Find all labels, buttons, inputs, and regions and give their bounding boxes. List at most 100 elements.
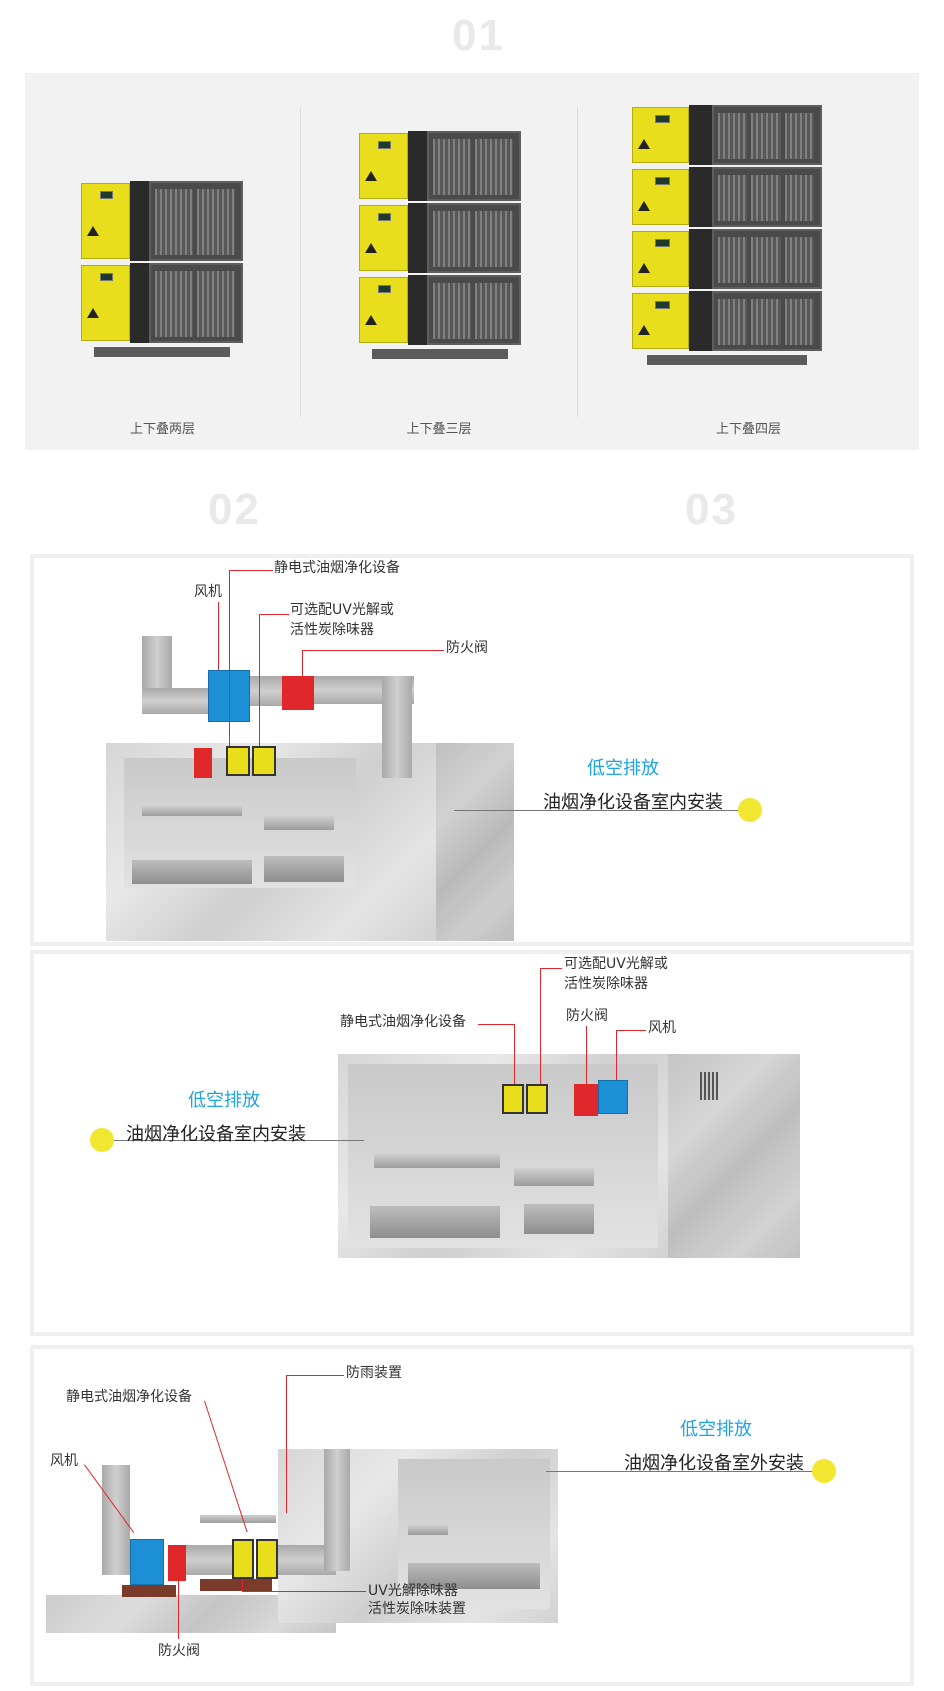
purifier-unit — [526, 1084, 548, 1114]
fire-valve-inner — [194, 748, 212, 778]
purifier-side-panel — [129, 263, 150, 343]
product-four-layer[interactable]: 上下叠四层 — [578, 73, 919, 450]
range-hood — [142, 806, 242, 816]
leader-line — [218, 602, 219, 670]
leader-line — [229, 570, 273, 571]
filter-cell — [784, 299, 814, 345]
fan-unit — [598, 1080, 628, 1114]
pointer-line — [454, 810, 756, 811]
warning-icon — [365, 314, 377, 325]
stove-row — [264, 856, 344, 882]
callout-purifier: 静电式油烟净化设备 — [66, 1389, 192, 1405]
leader-line — [540, 968, 562, 969]
section-number-2: 02 — [208, 485, 261, 534]
product-gallery: 上下叠两层 上下叠三层 上下叠四层 — [25, 73, 919, 450]
filter-cell — [751, 175, 781, 221]
two-layer-purifier-image — [81, 181, 243, 359]
stove-row — [370, 1206, 500, 1238]
stove-row — [524, 1204, 594, 1234]
purifier-unit — [252, 746, 276, 776]
purifier-module — [81, 263, 243, 343]
purifier-unit — [226, 746, 250, 776]
control-screen — [378, 141, 392, 149]
stack-base — [93, 347, 231, 357]
callout-rain: 防雨装置 — [346, 1365, 402, 1381]
filter-cell — [475, 211, 513, 267]
filter-cage — [711, 167, 822, 227]
purifier-side-panel — [407, 131, 428, 201]
purifier-module — [632, 105, 822, 165]
purifier-unit — [256, 1539, 278, 1579]
filter-cage — [427, 131, 521, 201]
filter-cage — [149, 263, 243, 343]
building-side — [668, 1054, 800, 1258]
purifier-module — [359, 131, 521, 201]
range-hood — [374, 1154, 500, 1168]
filter-cell — [475, 283, 513, 339]
range-hood — [408, 1525, 448, 1535]
low-altitude-title: 低空排放 — [587, 758, 659, 779]
outdoor-install-diagram: 防雨装置 静电式油烟净化设备 风机 UV光解除味器 活性炭除味装置 防火阀 低空… — [30, 1345, 914, 1686]
leader-line — [286, 1375, 287, 1513]
filter-cell — [475, 139, 513, 195]
section-number-1: 01 — [452, 11, 505, 60]
range-hood — [264, 816, 334, 830]
purifier-side-panel — [689, 167, 712, 227]
filter-cell — [784, 175, 814, 221]
fire-valve — [574, 1084, 598, 1116]
leader-line — [204, 1400, 248, 1533]
warning-icon — [638, 139, 650, 150]
low-altitude-title: 低空排放 — [188, 1090, 260, 1111]
fire-valve — [282, 676, 314, 710]
leader-line — [259, 614, 260, 746]
yellow-dot — [812, 1459, 836, 1483]
duct-riser — [324, 1449, 350, 1571]
warning-icon — [638, 201, 650, 212]
wall-vent — [700, 1072, 718, 1100]
purifier-side-panel — [407, 275, 428, 345]
purifier-side-panel — [689, 229, 712, 289]
yellow-dot — [90, 1128, 114, 1152]
callout-fan: 风机 — [50, 1453, 78, 1469]
filter-cell — [717, 299, 748, 345]
indoor-install-diagram-1: 静电式油烟净化设备 风机 可选配UV光解或活性炭除味器 防火阀 低空排放 油烟净… — [30, 554, 914, 946]
callout-fan: 风机 — [194, 584, 222, 600]
purifier-module — [632, 229, 822, 289]
warning-icon — [365, 242, 377, 253]
purifier-unit — [232, 1539, 254, 1579]
filter-cell — [197, 189, 235, 255]
stove-row — [408, 1563, 540, 1589]
product-label: 上下叠三层 — [406, 422, 472, 437]
purifier-front-panel — [632, 169, 689, 225]
product-two-layer[interactable]: 上下叠两层 — [25, 73, 300, 450]
product-label: 上下叠四层 — [715, 422, 781, 437]
filter-cell — [751, 237, 781, 283]
stack-base — [647, 355, 807, 365]
purifier-module — [632, 167, 822, 227]
filter-cell — [433, 139, 471, 195]
product-three-layer[interactable]: 上下叠三层 — [301, 73, 577, 450]
purifier-side-panel — [689, 105, 712, 165]
purifier-side-panel — [689, 291, 712, 351]
low-altitude-title: 低空排放 — [680, 1419, 752, 1440]
fan-base — [122, 1585, 176, 1597]
yellow-dot — [738, 798, 762, 822]
control-screen — [654, 301, 670, 309]
filter-cage — [427, 275, 521, 345]
leader-line — [286, 1375, 344, 1376]
filter-cell — [433, 283, 471, 339]
leader-line — [302, 650, 303, 676]
filter-cell — [433, 211, 471, 267]
callout-fire-valve: 防火阀 — [446, 640, 488, 656]
install-description: 油烟净化设备室内安装 — [126, 1124, 306, 1145]
duct-down — [382, 676, 412, 778]
leader-line — [259, 614, 289, 615]
leader-line — [178, 1581, 179, 1639]
leader-line — [540, 968, 541, 1084]
filter-cage — [711, 229, 822, 289]
stove-row — [132, 860, 252, 884]
pointer-line — [546, 1471, 824, 1472]
pointer-line — [102, 1140, 364, 1141]
warning-icon — [638, 325, 650, 336]
purifier-unit — [502, 1084, 524, 1114]
